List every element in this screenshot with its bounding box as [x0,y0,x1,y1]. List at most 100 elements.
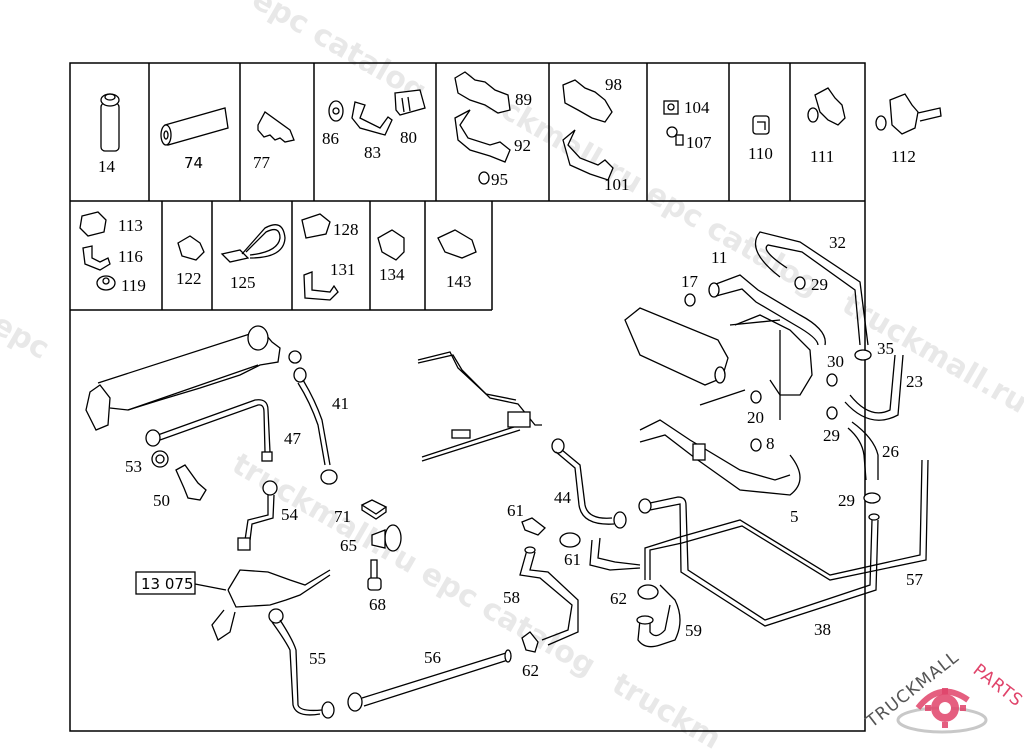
callout-38: 38 [814,620,831,639]
callout-59: 59 [685,621,702,640]
washer-53[interactable] [151,450,169,468]
callout-44: 44 [554,488,572,507]
part-74[interactable]: 74 [160,107,229,172]
part-143[interactable]: 143 [437,229,477,291]
label-125: 125 [230,273,256,292]
part-134[interactable]: 134 [377,229,405,284]
label-113: 113 [118,216,143,235]
label-143: 143 [446,272,472,291]
callout-29: 29 [811,275,828,294]
part-111[interactable]: 111 [807,87,846,166]
callout-62: 62 [610,589,627,608]
label-74: 74 [184,154,203,172]
callout-8: 8 [766,434,775,453]
clamp-62b[interactable] [637,584,659,600]
label-131: 131 [330,260,356,279]
part-98-101[interactable]: 98 101 [562,75,630,194]
bolt-68[interactable] [367,559,382,591]
part-86-83-80[interactable]: 86 83 80 [322,89,426,162]
callout-5: 5 [790,507,799,526]
label-83: 83 [364,143,381,162]
pipe-55[interactable] [268,608,335,719]
callout-20: 20 [747,408,764,427]
label-89: 89 [515,90,532,109]
label-119: 119 [121,276,146,295]
callout-53: 53 [125,457,142,476]
label-101: 101 [604,175,630,194]
pipe-54[interactable] [237,480,278,551]
fuel-pump-bracket[interactable] [699,314,813,420]
callout-11: 11 [711,248,727,267]
callout-32: 32 [829,233,846,252]
damper-65[interactable] [371,524,402,552]
callout-29b: 29 [823,426,840,445]
watermark-text: truckm [606,667,727,750]
callout-61b: 61 [564,550,581,569]
fuel-filter[interactable] [624,307,729,386]
part-128-131[interactable]: 128 131 [301,213,359,301]
reference-box[interactable] [135,571,196,595]
hose-58[interactable] [519,546,579,646]
hose-26[interactable] [847,421,879,481]
hose-5[interactable] [639,419,801,496]
pipe-56[interactable] [347,649,512,712]
callout-71: 71 [334,507,351,526]
callout-54: 54 [281,505,299,524]
watermark-text: truckmall.ru epc catalog [836,287,1024,524]
accessory-grid-row-2 [70,201,493,311]
part-125[interactable]: 125 [220,224,286,292]
callout-68: 68 [369,595,386,614]
label-14: 14 [98,157,116,176]
pipe-47[interactable] [145,399,273,462]
hose-23[interactable] [844,354,904,421]
label-107: 107 [686,133,712,152]
part-89-92-95[interactable]: 89 92 95 [454,71,532,189]
nut-71[interactable] [360,499,388,520]
callout-65: 65 [340,536,357,555]
callout-55: 55 [309,649,326,668]
fuel-pressure-regulator-13075[interactable] [211,569,331,641]
hose-11[interactable] [708,274,826,346]
label-128: 128 [333,220,359,239]
callout-35: 35 [877,339,894,358]
clamps-17-29-30-20-8[interactable] [684,276,881,504]
part-77[interactable]: 77 [253,111,295,172]
part-14[interactable]: 14 [98,93,120,176]
callout-23: 23 [906,372,923,391]
fuel-rail-assembly[interactable] [85,325,302,431]
pipe-57[interactable] [644,459,929,581]
label-86: 86 [322,129,339,148]
pipe-38[interactable] [638,496,880,627]
callout-58: 58 [503,588,520,607]
hose-32[interactable] [754,231,869,346]
part-110[interactable]: 110 [748,115,773,163]
clamp-62a[interactable] [521,631,539,653]
reference-box-label: 13 075 [141,575,194,593]
part-122[interactable]: 122 [176,235,205,288]
part-112[interactable]: 112 [875,93,942,166]
bolt-50[interactable] [175,464,207,501]
hose-59[interactable] [589,537,681,648]
truckmall-parts-logo[interactable]: TRUCKMALL PARTS [862,647,1024,734]
watermark-text: truckmall.ru epc catalog [226,447,601,684]
part-104-107[interactable]: 104 107 [663,98,712,152]
label-92: 92 [514,136,531,155]
part-113-116-119[interactable]: 113 116 119 [79,211,146,295]
watermark-text: epc [0,307,55,367]
callout-labels: 32 11 17 29 35 30 23 20 29 8 26 29 5 57 … [125,233,924,680]
pipe-41[interactable] [293,367,338,485]
label-112: 112 [891,147,916,166]
label-110: 110 [748,144,773,163]
callout-61: 61 [507,501,524,520]
callout-30: 30 [827,352,844,371]
label-80: 80 [400,128,417,147]
clamp-61a[interactable] [521,517,546,536]
pipe-44[interactable] [551,438,627,529]
fuel-distributor-lines[interactable] [417,351,542,462]
clamp-61b[interactable] [559,532,581,548]
label-98: 98 [605,75,622,94]
label-104: 104 [684,98,710,117]
callout-47: 47 [284,429,302,448]
callout-29c: 29 [838,491,855,510]
